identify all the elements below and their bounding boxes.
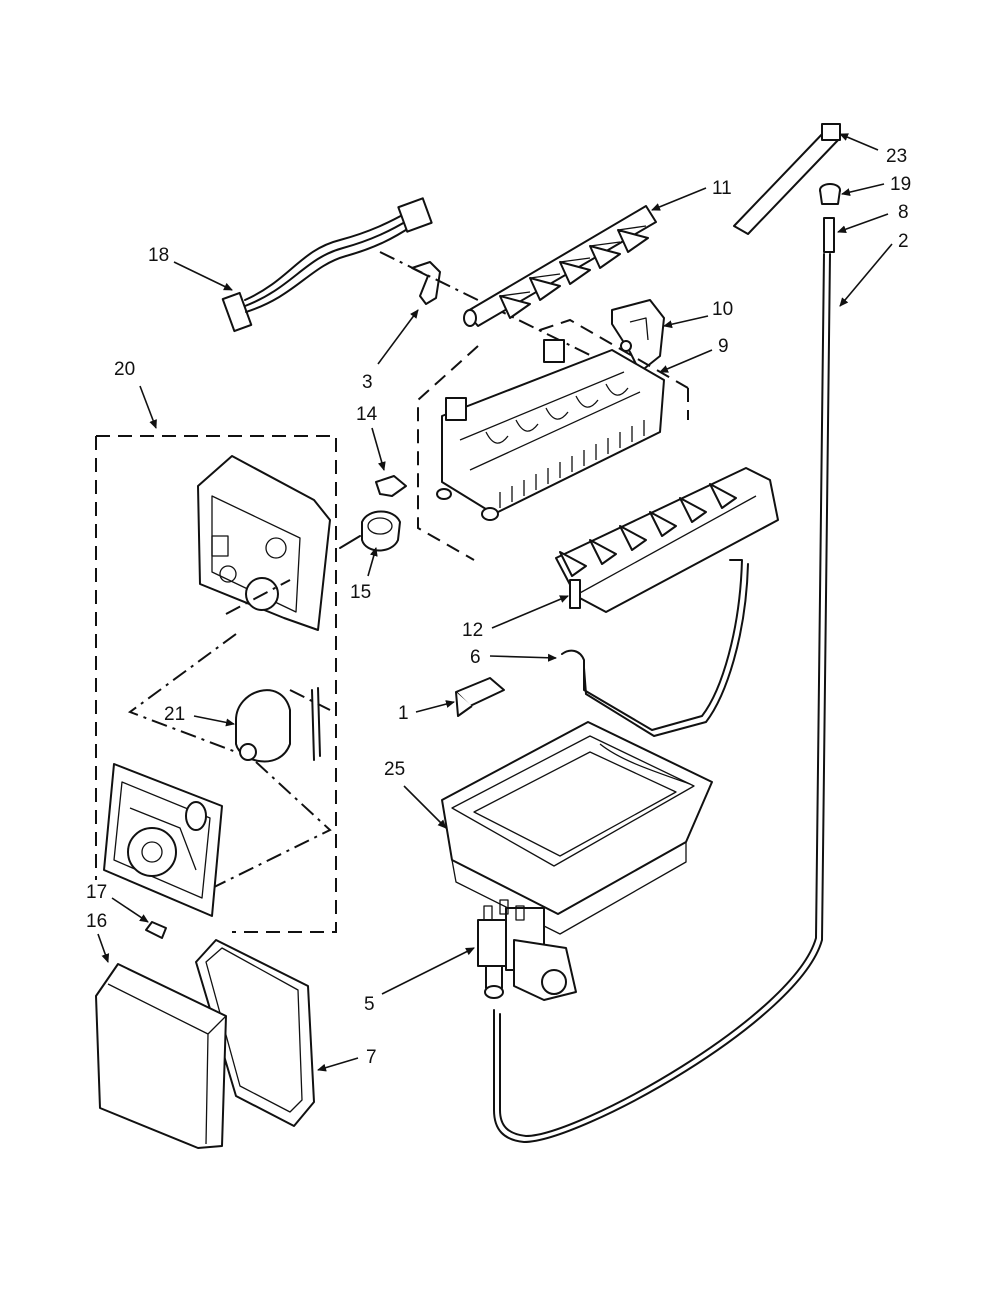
callout-5: 5	[364, 994, 375, 1015]
callout-1: 1	[398, 703, 409, 724]
callout-23: 23	[886, 146, 907, 167]
gasket-part[interactable]	[195, 939, 315, 1127]
front-cover-part[interactable]	[103, 763, 223, 917]
plate-part[interactable]	[455, 677, 505, 717]
wire-harness-part[interactable]	[221, 197, 433, 333]
water-valve-part[interactable]	[477, 899, 577, 1001]
callout-21: 21	[164, 704, 185, 725]
callout-2: 2	[898, 231, 909, 252]
callout-10: 10	[712, 299, 733, 320]
callout-20: 20	[114, 359, 135, 380]
ice-bin-part[interactable]	[441, 721, 713, 935]
callout-12: 12	[462, 620, 483, 641]
callout-3: 3	[362, 372, 373, 393]
tube-fitting-part[interactable]	[823, 217, 835, 253]
callout-19: 19	[890, 174, 911, 195]
cover-cap-part[interactable]	[95, 963, 227, 1149]
grommet-part[interactable]	[819, 183, 841, 205]
cover-part[interactable]	[611, 299, 665, 373]
callout-leaders	[97, 133, 893, 1072]
callout-16: 16	[86, 911, 107, 932]
bracket-part[interactable]	[375, 475, 407, 497]
callout-25: 25	[384, 759, 405, 780]
callout-9: 9	[718, 336, 729, 357]
callout-18: 18	[148, 245, 169, 266]
ice-mold-part[interactable]	[436, 339, 665, 521]
callout-15: 15	[350, 582, 371, 603]
ejector-part[interactable]	[463, 205, 657, 327]
callout-11: 11	[712, 178, 732, 199]
screw-part[interactable]	[145, 921, 167, 939]
callout-14: 14	[356, 404, 378, 425]
callout-6: 6	[470, 647, 481, 668]
thermostat-part[interactable]	[339, 510, 401, 552]
clip-part[interactable]	[411, 261, 441, 305]
shutoff-arm-part[interactable]	[561, 559, 749, 737]
callout-17: 17	[86, 882, 107, 903]
callout-8: 8	[898, 202, 909, 223]
callout-7: 7	[366, 1047, 377, 1068]
module-housing-part[interactable]	[197, 455, 331, 631]
ice-stripper-part[interactable]	[555, 467, 779, 613]
callout-labels: 1 2 3 5 6 7 8 9 10 11 12 14 15 16 17 18 …	[86, 146, 911, 1068]
motor-part[interactable]	[235, 687, 321, 763]
